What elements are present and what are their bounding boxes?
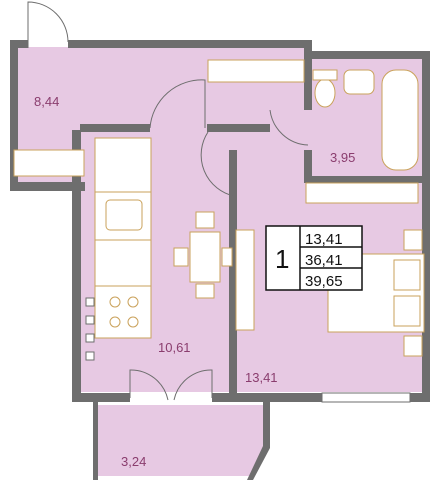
nightstand-bottom <box>403 335 423 357</box>
wall-bath-bottom <box>304 176 428 183</box>
wall-bath-left-upper <box>304 40 312 110</box>
wall-hall-bottom-right <box>130 124 150 132</box>
bedroom-area-label: 13,41 <box>245 370 278 385</box>
balcony-door-left <box>129 369 169 401</box>
kitchen-area-label: 10,61 <box>158 340 191 355</box>
washbasin <box>343 69 375 95</box>
bedroom-door-swing <box>200 131 235 197</box>
entrance-door-swing <box>27 1 69 48</box>
wall-top-left <box>10 40 28 48</box>
dining-chair-bottom <box>195 283 215 299</box>
wall-left <box>10 40 18 190</box>
wall-bath-left-lower <box>304 150 312 182</box>
toilet <box>314 78 336 108</box>
wall-kitchen-partition <box>80 124 132 132</box>
stove-burner-2 <box>127 296 139 308</box>
wall-hall-bottom <box>10 182 85 191</box>
kitchen-counter <box>94 137 152 339</box>
furniture <box>13 59 425 357</box>
wall-kitchen-bedroom <box>229 150 237 400</box>
area-summary: 1 13,41 36,41 39,65 <box>265 225 363 291</box>
dining-table <box>189 231 221 283</box>
pillow-bottom <box>393 295 421 327</box>
kitchen-door-swing <box>149 79 206 129</box>
bedroom-window <box>321 392 411 403</box>
kitchen-sink <box>105 199 143 231</box>
useful-area: 36,41 <box>305 252 343 269</box>
kitchen-window-stack-3 <box>85 333 95 343</box>
rooms-count: 1 <box>275 244 289 274</box>
windows <box>85 297 411 403</box>
total-area: 39,65 <box>305 273 343 290</box>
dining-chair-top <box>195 211 215 229</box>
nightstand-top <box>403 229 423 251</box>
wall-bottom-right <box>410 393 430 402</box>
wall-hall-corner <box>207 124 270 132</box>
hallway-wardrobe-bottom <box>13 149 85 177</box>
stove-burner-1 <box>109 296 121 308</box>
balcony-door-right <box>173 369 213 401</box>
wall-top-right <box>304 51 428 59</box>
balcony-floor <box>97 405 266 476</box>
walls <box>10 40 430 480</box>
tv-stand <box>235 229 255 331</box>
kitchen-window-stack-2 <box>85 315 95 325</box>
room-labels: 8,44 3,95 10,61 13,41 3,24 <box>34 94 355 469</box>
wall-balcony-right <box>247 401 270 480</box>
dining-chair-left <box>173 247 189 267</box>
wall-bottom-left <box>72 393 130 402</box>
kitchen-window-stack-4 <box>85 351 95 361</box>
hallway-area-label: 8,44 <box>34 94 59 109</box>
wall-kitchen-left <box>72 130 81 402</box>
hallway-wardrobe-top <box>207 59 305 83</box>
bathroom-door-swing <box>269 109 309 146</box>
pillow-top <box>393 259 421 291</box>
wall-balcony-left <box>93 401 98 480</box>
living-area: 13,41 <box>305 231 343 248</box>
kitchen-window-stack <box>85 297 95 307</box>
wall-right <box>422 51 430 401</box>
bathtub <box>381 69 419 171</box>
summary-box <box>265 225 363 291</box>
wall-top-middle <box>68 40 308 48</box>
stove-burner-4 <box>127 316 139 328</box>
wall-bottom-mid <box>212 393 322 402</box>
doors <box>27 1 309 401</box>
balcony-area-label: 3,24 <box>121 454 146 469</box>
stove-burner-3 <box>109 316 121 328</box>
dining-chair-right <box>221 247 233 267</box>
bedroom-wardrobe <box>305 182 419 204</box>
bathroom-area-label: 3,95 <box>330 150 355 165</box>
toilet-tank <box>312 69 338 81</box>
